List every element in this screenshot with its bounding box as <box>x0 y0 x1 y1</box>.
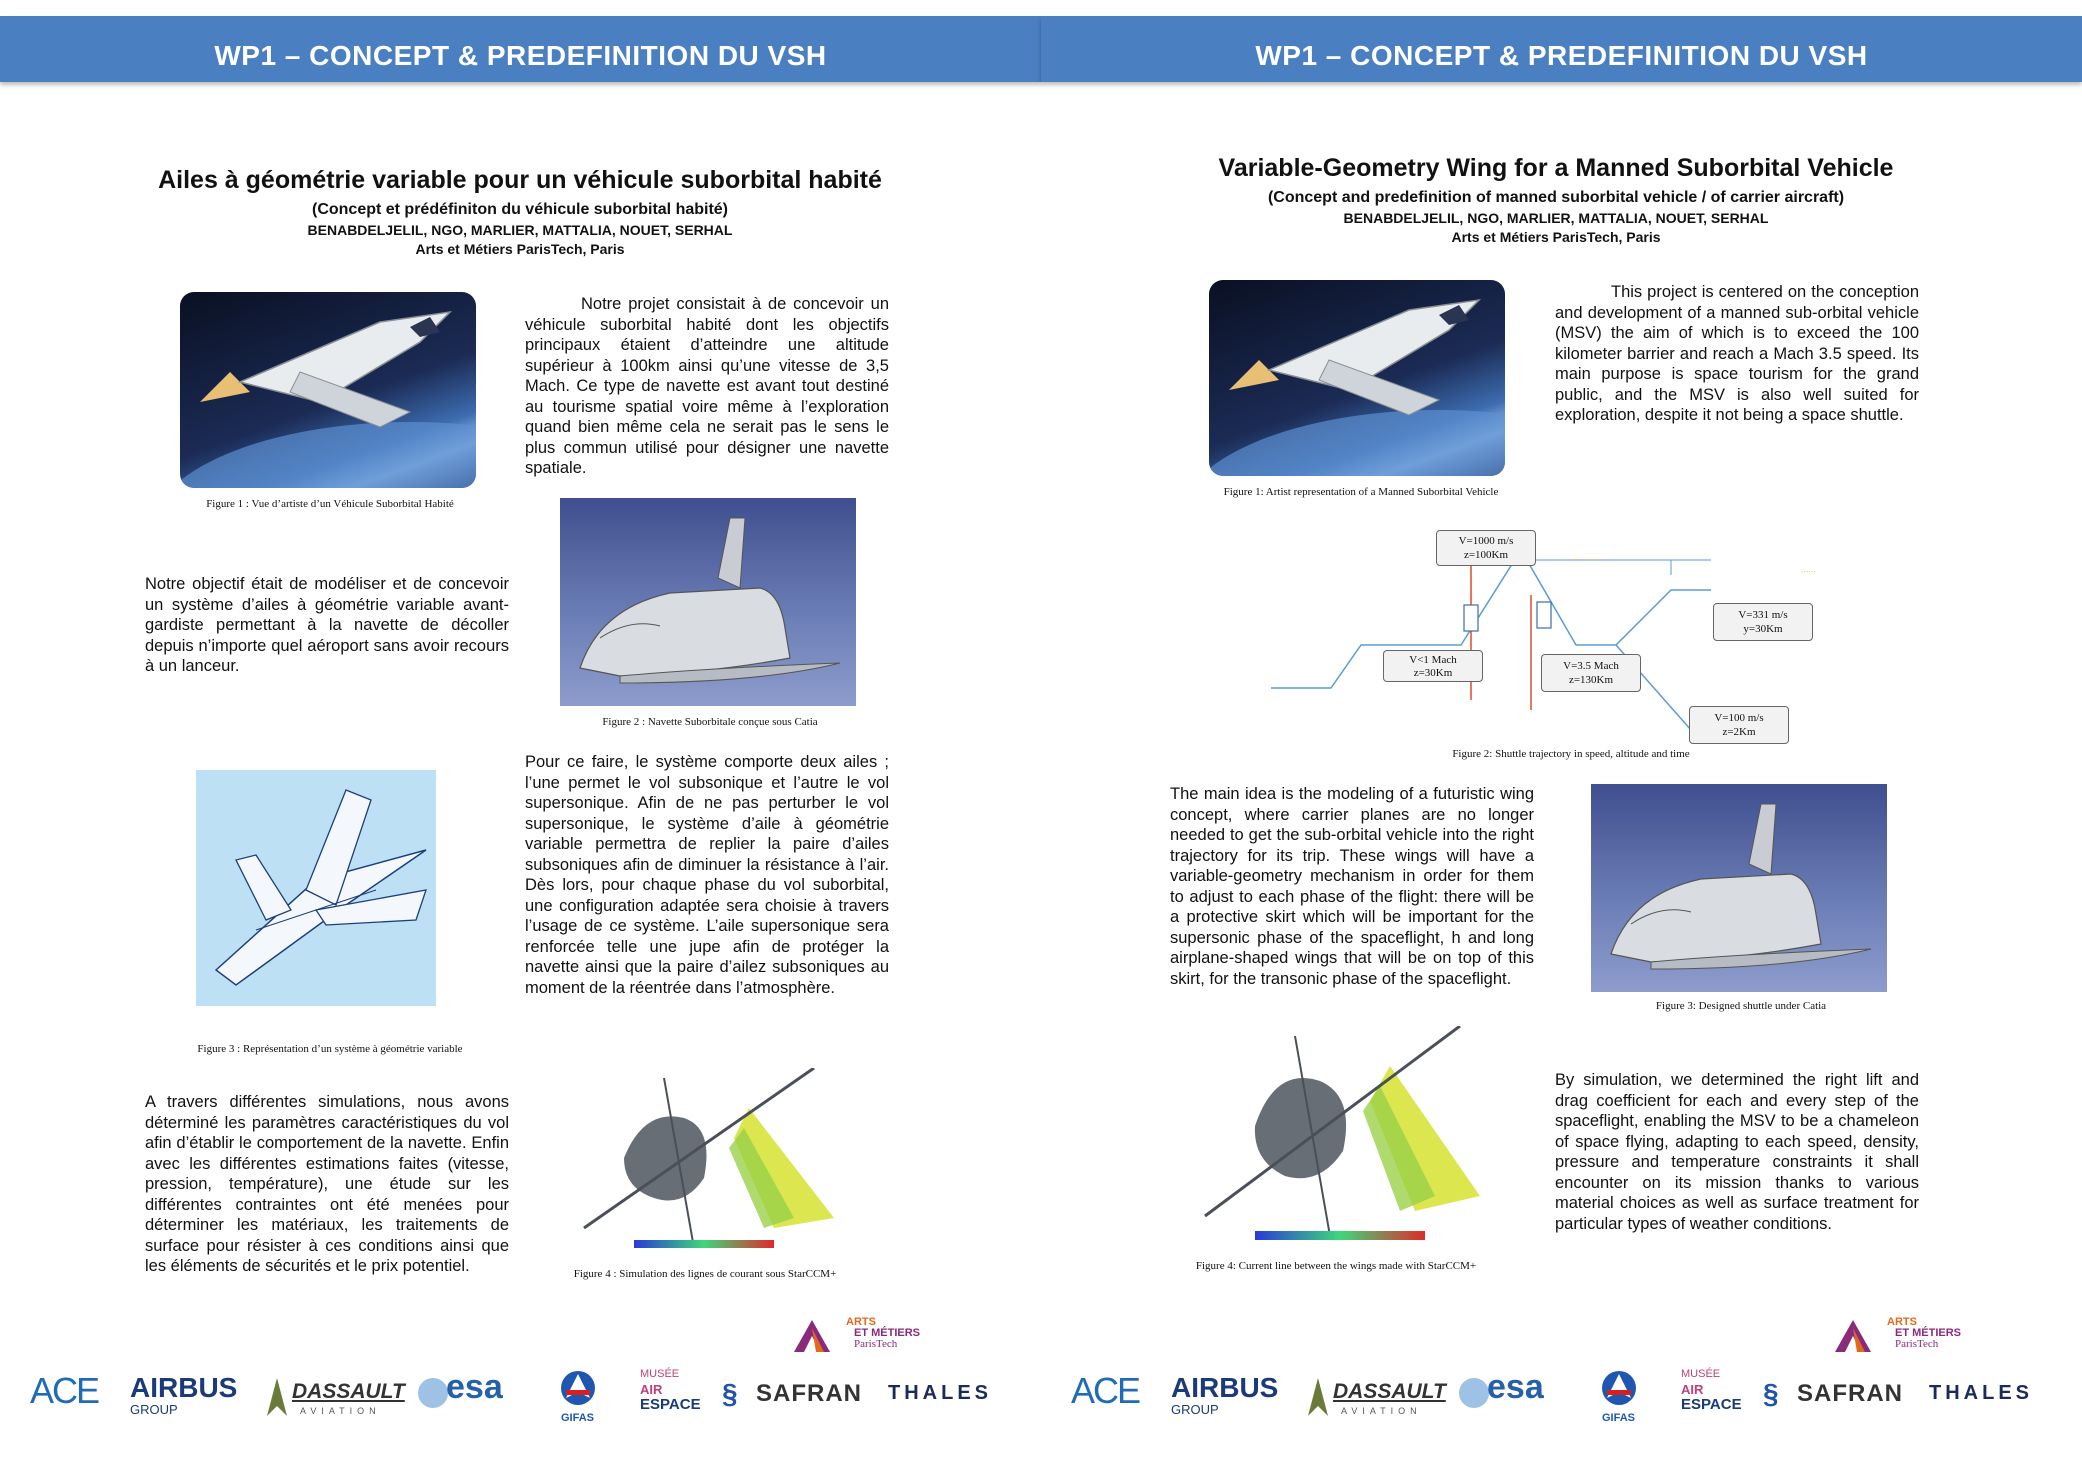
page-left: WP1 – CONCEPT & PREDEFINITION DU VSH Ail… <box>0 16 1041 1450</box>
am-line-3: ParisTech <box>1895 1338 1939 1350</box>
esa-icon <box>1459 1378 1489 1408</box>
gifas-logo: GIFAS <box>1602 1412 1636 1424</box>
header-banner: WP1 – CONCEPT & PREDEFINITION DU VSH <box>0 16 1041 82</box>
affiliation: Arts et Métiers ParisTech, Paris <box>1451 229 1661 245</box>
figure-2-caption: Figure 2 : Navette Suborbitale conçue so… <box>602 716 818 728</box>
thales-logo: THALES <box>1929 1382 2033 1404</box>
airbus-group-label: GROUP <box>1171 1402 1219 1417</box>
musee-line-1: MUSÉE <box>1681 1368 1721 1380</box>
trajectory-diagram: .............. ...... V=1000 m/s z=100Km… <box>1271 520 1911 750</box>
am-line-1: ARTS <box>1887 1316 1917 1328</box>
svg-text:..............: .............. <box>1571 552 1606 562</box>
authors: BENABDELJELIL, NGO, MARLIER, MATTALIA, N… <box>307 222 733 238</box>
esa-icon <box>418 1378 448 1408</box>
figure-1-caption: Figure 1 : Vue d’artiste d’un Véhicule S… <box>206 498 454 510</box>
paragraph-4: A travers différentes simulations, nous … <box>145 1093 509 1275</box>
figure-4-image <box>1185 1026 1485 1256</box>
safran-logo: SAFRAN <box>1797 1380 1903 1407</box>
page-title: Variable-Geometry Wing for a Manned Subo… <box>1218 154 1894 182</box>
musee-line-3: ESPACE <box>640 1396 701 1413</box>
musee-line-2: AIR <box>1681 1382 1704 1397</box>
traj-box-descent-speed: V=331 m/s <box>1738 609 1788 621</box>
title-block: Ailes à géométrie variable pour un véhic… <box>130 166 910 257</box>
airbus-group-label: GROUP <box>130 1402 178 1417</box>
page-subtitle: (Concept and predefinition of manned sub… <box>1267 189 1845 206</box>
traj-box-mach: V=3.5 Mach z=130Km <box>1541 654 1641 692</box>
figure-4-image <box>564 1068 840 1260</box>
esa-logo: esa <box>446 1368 503 1406</box>
svg-text:......: ...... <box>1801 564 1816 574</box>
safran-icon: § <box>722 1378 738 1409</box>
musee-line-1: MUSÉE <box>640 1368 680 1380</box>
paragraph-3: By simulation, we determined the right l… <box>1555 1071 1919 1233</box>
figure-2-caption: Figure 2: Shuttle trajectory in speed, a… <box>1452 748 1690 760</box>
dassault-sub: AVIATION <box>300 1406 381 1416</box>
figure-3-image <box>1591 784 1887 992</box>
traj-box-landing-alt: z=2Km <box>1722 726 1756 738</box>
page-title: Ailes à géométrie variable pour un véhic… <box>158 166 882 194</box>
traj-box-subsonic-alt: z=30Km <box>1413 667 1453 679</box>
page-subtitle: (Concept et prédéfiniton du véhicule sub… <box>311 201 729 218</box>
safran-logo: SAFRAN <box>756 1380 862 1407</box>
dassault-logo: DASSAULT <box>1333 1380 1446 1403</box>
traj-box-descent: V=331 m/s y=30Km <box>1713 603 1813 641</box>
figure-2-image <box>560 498 856 706</box>
thales-logo: THALES <box>888 1382 992 1404</box>
arts-et-metiers-logo: ARTS ET MÉTIERS ParisTech <box>1833 1316 1963 1356</box>
ace-logo: ACE <box>30 1370 100 1411</box>
paragraph-3: Pour ce faire, le système comporte deux … <box>525 753 889 997</box>
page-right: WP1 – CONCEPT & PREDEFINITION DU VSH Var… <box>1041 0 2082 1469</box>
figure-3-image <box>196 770 436 1006</box>
figure-3-caption: Figure 3 : Représentation d’un système à… <box>197 1043 463 1055</box>
safran-icon: § <box>1763 1378 1779 1409</box>
figure-1-image <box>1209 280 1505 476</box>
gifas-logo: GIFAS <box>561 1412 595 1424</box>
traj-box-landing-speed: V=100 m/s <box>1714 712 1764 724</box>
dassault-sub: AVIATION <box>1341 1406 1422 1416</box>
traj-box-subsonic: V<1 Mach z=30Km <box>1383 650 1483 682</box>
banner-title: WP1 – CONCEPT & PREDEFINITION DU VSH <box>1255 40 1868 71</box>
paragraph-1: Notre projet consistait à de concevoir u… <box>525 295 889 477</box>
airbus-logo: AIRBUS <box>130 1372 238 1403</box>
dassault-icon <box>1306 1378 1330 1421</box>
figure-4-caption: Figure 4 : Simulation des lignes de cour… <box>573 1268 837 1280</box>
paragraph-2: The main idea is the modeling of a futur… <box>1170 785 1534 988</box>
traj-box-landing: V=100 m/s z=2Km <box>1689 706 1789 744</box>
traj-box-subsonic-speed: V<1 Mach <box>1409 654 1457 666</box>
paragraph-2: Notre objectif était de modéliser et de … <box>145 575 509 675</box>
am-line-1: ARTS <box>846 1316 876 1328</box>
am-line-2: ET MÉTIERS <box>854 1327 921 1339</box>
traj-box-apogee-alt: z=100Km <box>1463 549 1509 561</box>
traj-box-apogee: V=1000 m/s z=100Km <box>1436 530 1536 566</box>
musee-line-2: AIR <box>640 1382 663 1397</box>
figure-4-caption: Figure 4: Current line between the wings… <box>1195 1260 1477 1272</box>
gifas-icon <box>560 1370 596 1411</box>
banner-title: WP1 – CONCEPT & PREDEFINITION DU VSH <box>214 40 827 71</box>
traj-box-mach-alt: z=130Km <box>1568 674 1614 686</box>
paragraph-1: This project is centered on the concepti… <box>1555 283 1919 424</box>
affiliation: Arts et Métiers ParisTech, Paris <box>415 241 625 257</box>
airbus-logo: AIRBUS <box>1171 1372 1279 1403</box>
figure-1-caption: Figure 1: Artist representation of a Man… <box>1223 486 1499 498</box>
traj-box-mach-speed: V=3.5 Mach <box>1563 660 1619 672</box>
am-line-3: ParisTech <box>854 1338 898 1350</box>
header-banner: WP1 – CONCEPT & PREDEFINITION DU VSH <box>1041 16 2082 82</box>
dassault-icon <box>265 1378 289 1421</box>
partner-logos: ACE AIRBUS GROUP DASSAULT AVIATION esa G… <box>0 1360 1041 1450</box>
musee-line-3: ESPACE <box>1681 1396 1742 1413</box>
traj-box-apogee-speed: V=1000 m/s <box>1458 535 1514 547</box>
ace-logo: ACE <box>1071 1370 1141 1411</box>
esa-logo: esa <box>1487 1368 1544 1406</box>
gifas-icon <box>1601 1370 1637 1411</box>
dassault-logo: DASSAULT <box>292 1380 405 1403</box>
figure-3-caption: Figure 3: Designed shuttle under Catia <box>1655 1000 1827 1012</box>
title-block: Variable-Geometry Wing for a Manned Subo… <box>1151 154 1961 245</box>
figure-1-image <box>180 292 476 488</box>
am-line-2: ET MÉTIERS <box>1895 1327 1962 1339</box>
arts-et-metiers-logo: ARTS ET MÉTIERS ParisTech <box>792 1316 922 1356</box>
partner-logos: ACE AIRBUS GROUP DASSAULT AVIATION esa G… <box>1041 1360 2082 1450</box>
authors: BENABDELJELIL, NGO, MARLIER, MATTALIA, N… <box>1343 210 1769 226</box>
traj-box-descent-alt: y=30Km <box>1743 623 1783 635</box>
